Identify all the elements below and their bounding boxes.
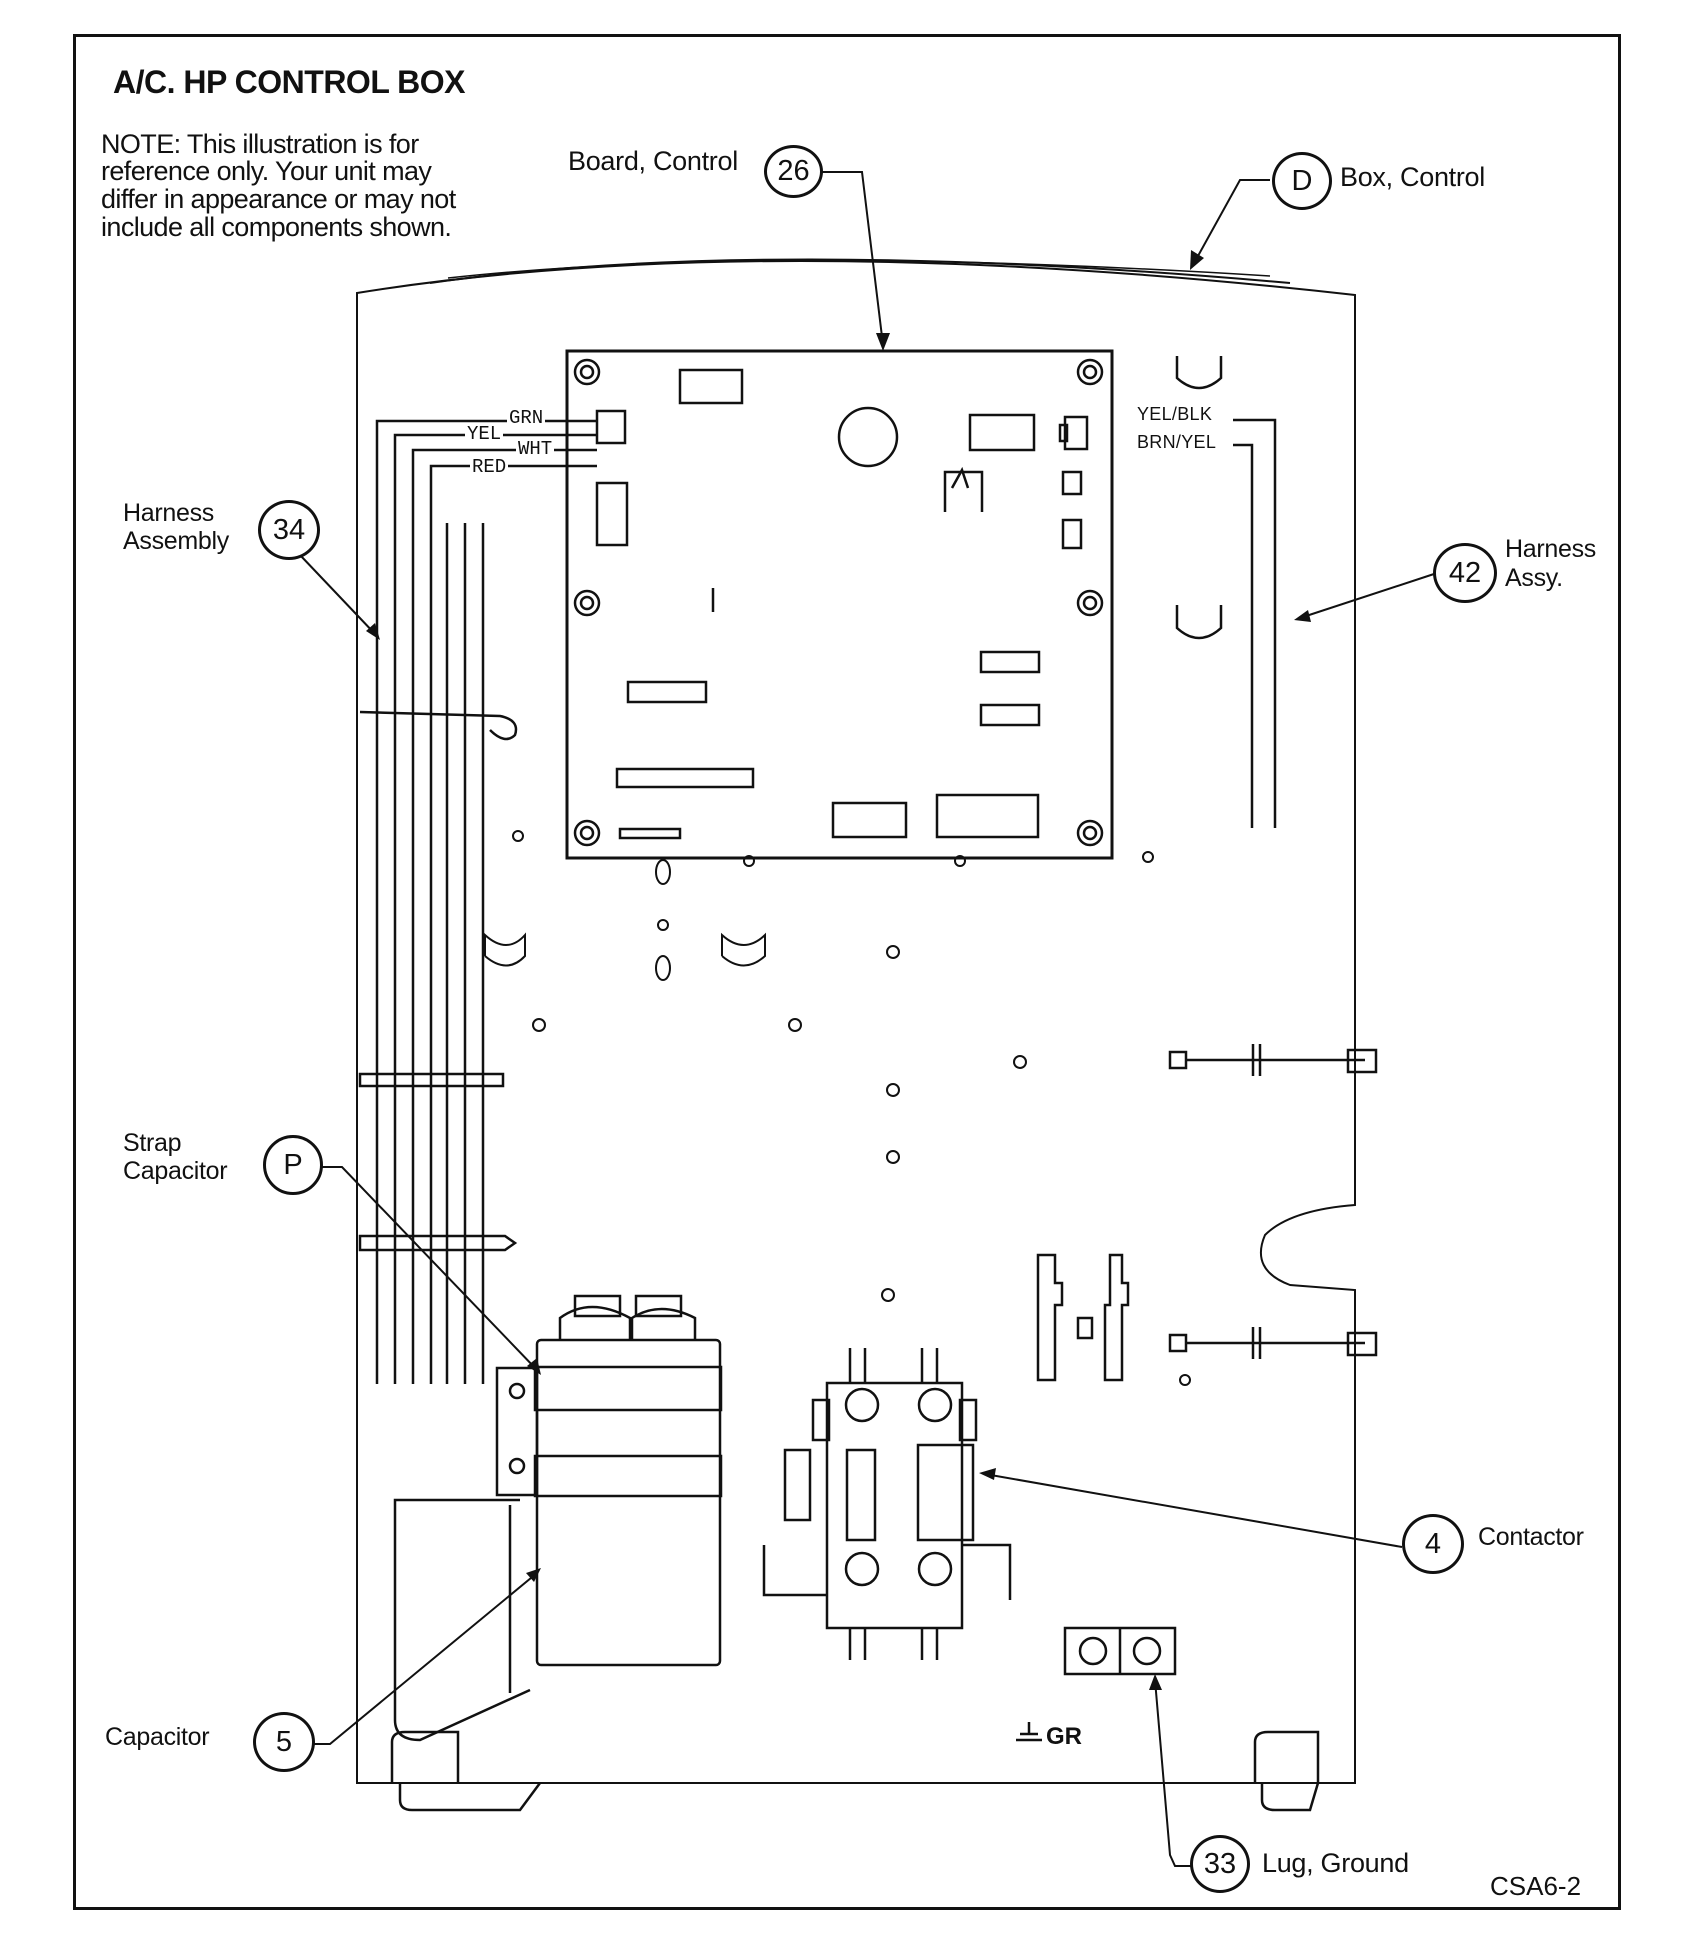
callout-33-bubble: 33 xyxy=(1190,1835,1250,1893)
right-harness xyxy=(1233,418,1277,828)
lug-ground-label: Lug, Ground xyxy=(1262,1848,1409,1878)
callout-4-bubble: 4 xyxy=(1402,1514,1464,1574)
callout-42-bubble: 42 xyxy=(1433,543,1497,603)
ground-lug xyxy=(1016,1626,1177,1742)
diagram-title: A/C. HP CONTROL BOX xyxy=(113,64,466,100)
harness-assembly-label-2: Assembly xyxy=(123,527,229,555)
contactor-label: Contactor xyxy=(1478,1523,1584,1551)
note-line-3: differ in appearance or may not xyxy=(101,184,456,214)
harness-assy-label-2: Assy. xyxy=(1505,564,1563,592)
connector-label-yel-blk: YEL/BLK xyxy=(1137,404,1213,424)
callout-34-bubble: 34 xyxy=(258,500,320,560)
callout-p-bubble: P xyxy=(263,1135,323,1195)
harness-assy-label-1: Harness xyxy=(1505,535,1596,563)
box-control-label: Box, Control xyxy=(1340,162,1485,192)
harness-assembly-label-1: Harness xyxy=(123,499,214,527)
figure-code: CSA6-2 xyxy=(1490,1871,1582,1901)
wire-label-red: RED xyxy=(470,456,509,478)
strap-capacitor-label-2: Capacitor xyxy=(123,1157,228,1185)
callout-d-bubble: D xyxy=(1272,152,1332,210)
mounting-holes xyxy=(512,830,1191,1386)
ground-mark: GR xyxy=(1046,1723,1082,1750)
board-control-label: Board, Control xyxy=(568,146,738,176)
contactor xyxy=(762,1348,1012,1660)
control-board xyxy=(565,349,1114,860)
callout-26-bubble: 26 xyxy=(764,145,823,198)
note-line-1: NOTE: This illustration is for xyxy=(101,129,419,159)
wire-label-wht: WHT xyxy=(516,438,555,460)
leader-lines xyxy=(299,171,1438,1867)
note-line-2: reference only. Your unit may xyxy=(101,156,432,186)
box-feet xyxy=(390,1730,1320,1812)
control-box-outline xyxy=(356,258,1356,1784)
callout-5-bubble: 5 xyxy=(253,1712,315,1772)
left-harness xyxy=(358,356,1223,1384)
diagram-frame xyxy=(73,34,1621,1910)
capacitor-label: Capacitor xyxy=(105,1723,210,1751)
connector-label-brn-yel: BRN/YEL xyxy=(1137,432,1217,452)
arrowheads xyxy=(366,250,1311,1690)
wire-clips xyxy=(1036,1044,1378,1382)
wire-label-grn: GRN xyxy=(507,407,546,429)
capacitor xyxy=(393,1294,723,1742)
strap-capacitor-label-1: Strap xyxy=(123,1129,182,1157)
note-line-4: include all components shown. xyxy=(101,212,452,242)
wire-label-yel: YEL xyxy=(465,423,504,445)
